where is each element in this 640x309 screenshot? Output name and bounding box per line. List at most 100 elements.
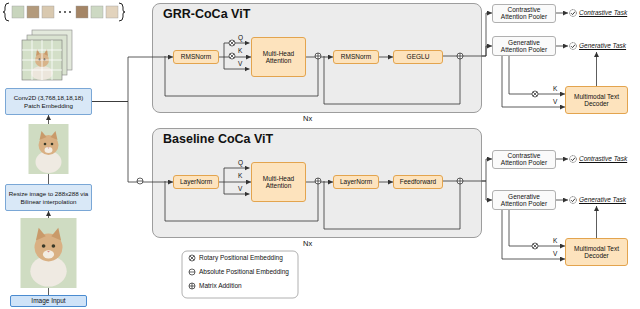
patch-sequence [59,11,61,13]
block-wiring [224,56,250,69]
pooler-box: Contrastive Attention Pooler [492,4,556,23]
node-text: Contrastive Task [579,9,627,16]
kitten-image [21,218,77,288]
patch-sequence [3,3,9,21]
kitten-image [29,124,69,174]
kitten-image [48,148,50,149]
connector-arrow [482,13,492,56]
kitten-image [51,131,58,140]
task-target: Generative Task [568,40,636,52]
check-icon [569,42,577,50]
edge-label: K [552,238,558,245]
legend-symbol [189,255,195,261]
legend-item: Rotary Positional Embedding [188,254,283,262]
kitten-image [40,131,47,140]
edge-label: V [552,99,558,106]
node-text: Generative Attention Pooler [495,193,553,208]
kitten-image [45,147,53,153]
node-text: Multi-Head Attention [254,50,303,65]
node-text: LayerNorm [340,178,372,185]
pooler-box: Generative Attention Pooler [492,190,556,210]
check-icon [569,9,577,17]
connector-arrow [556,46,568,47]
patch-sequence [69,11,71,13]
block-wiring [165,181,318,221]
legend-symbol [188,268,196,276]
block-wiring [165,56,318,96]
operator-symbols [532,243,538,249]
node-text: Generative Task [579,196,626,203]
node-text: Multi-Head Attention [254,175,303,190]
kitten-image [47,251,50,253]
legend-symbol [188,254,196,262]
task-target: Contrastive Task [568,7,636,19]
kitten-image [51,228,61,241]
repeat-count: Nx [303,240,312,248]
patch-sequence [76,6,88,18]
task-target: Contrastive Task [568,153,636,165]
check-icon [569,196,577,204]
node-text: Generative Task [579,42,626,49]
legend-symbol [189,283,195,289]
kitten-image [29,124,69,174]
patch-grid [22,40,62,80]
node-text: Image Input [31,297,65,304]
connector-arrow [596,52,597,86]
kitten-image [52,244,56,248]
layer-box: RMSNorm [173,50,219,64]
node-text: Generative Attention Pooler [495,39,553,54]
connector-arrow [482,159,492,181]
operator-symbols [457,178,463,184]
legend-text: Absolute Positional Embedding [199,268,289,275]
legend-symbol [189,269,195,275]
check-icon [571,158,575,161]
operator-symbols [532,91,538,97]
layer-box: LayerNorm [173,175,219,189]
connector-arrow [509,56,565,94]
connector-arrow [379,182,393,183]
patch-sequence [106,6,118,18]
legend-item: Matrix Addition [188,282,242,290]
panel-title: Baseline CoCa ViT [163,133,273,147]
patch-grid [22,40,62,80]
node-text: RMSNorm [341,53,371,60]
attention-input: V [238,186,242,193]
kitten-image [51,143,54,146]
node-text: Contrastive Attention Pooler [495,152,553,167]
patch-grid [22,30,72,80]
node-text: Contrastive Task [579,155,627,162]
block-wiring [324,56,460,104]
node-text: Contrastive Attention Pooler [495,6,553,21]
layer-box: Multi-Head Attention [251,37,306,77]
node-text: Multimodal Text Decoder [568,245,625,260]
block-wiring [324,181,460,229]
legend-item: Absolute Positional Embedding [188,268,289,276]
connector-arrow [556,200,568,201]
node-text: Feedforward [400,178,437,185]
layer-box: Feedforward [393,175,443,189]
connector-arrow [502,210,565,259]
operator-symbols [229,53,235,59]
legend-frame [182,251,298,298]
repeat-count: Nx [303,115,312,123]
operator-symbols [315,53,321,59]
check-icon [569,155,577,163]
attention-input: Q [238,160,243,167]
node-text: GEGLU [407,53,430,60]
kitten-image [21,218,77,288]
operator-symbols [315,178,321,184]
connector-arrow [596,206,597,238]
patch-sequence [64,11,66,13]
attention-input: V [238,61,242,68]
layer-box: GEGLU [393,50,443,64]
operator-symbols [229,40,235,46]
patch-sequence [42,6,54,18]
layer-box: LayerNorm [333,175,379,189]
patch-sequence [91,6,103,18]
pooler-box: Contrastive Attention Pooler [492,150,556,169]
check-icon [570,10,577,17]
kitten-image [44,143,47,146]
kitten-image [42,244,46,248]
decoder-box: Multimodal Text Decoder [565,86,628,114]
connector-arrow [92,57,173,102]
